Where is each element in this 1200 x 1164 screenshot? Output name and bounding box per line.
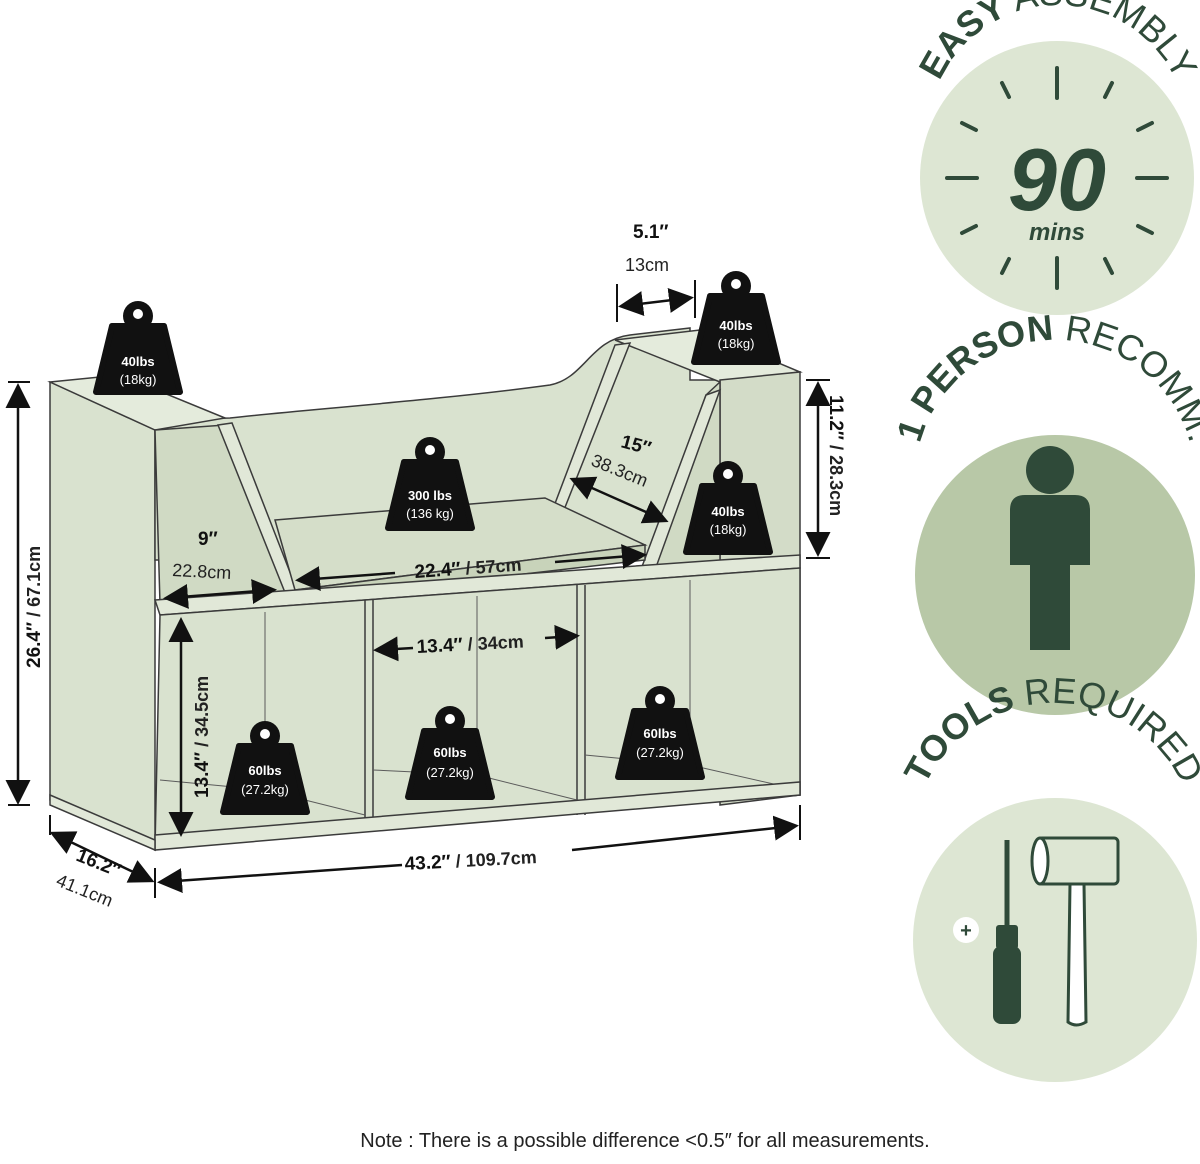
cube-width-in: 13.4″ [416, 635, 463, 658]
svg-text:(27.2kg): (27.2kg) [426, 765, 474, 780]
svg-text:22.4″ / 57cm: 22.4″ / 57cm [414, 555, 522, 583]
cube-width-cm: 34cm [477, 631, 524, 653]
clock-circle [920, 41, 1194, 315]
cube-height-in: 13.4″ [192, 752, 213, 798]
measurement-note: Note : There is a possible difference <0… [360, 1130, 930, 1152]
total-height-in: 26.4″ [24, 622, 45, 668]
svg-text:60lbs: 60lbs [643, 726, 676, 741]
svg-text:13.4″ / 34cm: 13.4″ / 34cm [416, 631, 524, 658]
svg-text:300 lbs: 300 lbs [408, 488, 452, 503]
svg-text:40lbs: 40lbs [711, 504, 744, 519]
svg-text:(27.2kg): (27.2kg) [636, 745, 684, 760]
weight-cube-left-icon: 60lbs (27.2kg) [223, 721, 307, 812]
dimension-labels: 26.4″ / 67.1cm 11.2″ / 28.3cm 5.1″ 13cm … [24, 222, 846, 911]
weight-seat-icon: 300 lbs (136 kg) [388, 437, 472, 528]
weight-cube-right-icon: 60lbs (27.2kg) [618, 686, 702, 777]
total-width-cm: 109.7cm [465, 847, 537, 871]
svg-text:40lbs: 40lbs [121, 354, 154, 369]
bench-left-side [49, 380, 156, 852]
top-ledge-cm: 13cm [625, 255, 669, 275]
badge-easy-assembly: EASY ASSEMBLY 90 mins [910, 0, 1200, 315]
weight-side-right-icon: 40lbs (18kg) [686, 461, 770, 552]
svg-text:13.4″ / 34.5cm: 13.4″ / 34.5cm [192, 676, 213, 798]
svg-text:(27.2kg): (27.2kg) [241, 782, 289, 797]
svg-text:(136 kg): (136 kg) [406, 506, 454, 521]
total-width-in: 43.2″ [404, 852, 451, 875]
svg-text:26.4″ / 67.1cm: 26.4″ / 67.1cm [24, 546, 45, 668]
clock-icon [945, 66, 1169, 290]
svg-text:+: + [960, 920, 972, 942]
svg-text:60lbs: 60lbs [248, 763, 281, 778]
seat-width-in: 22.4″ [414, 559, 461, 583]
svg-text:11.2″ / 28.3cm: 11.2″ / 28.3cm [825, 395, 846, 516]
screwdriver-icon [993, 840, 1021, 1024]
cube-height-cm: 34.5cm [192, 676, 212, 737]
mallet-icon [1030, 836, 1120, 1027]
assembly-time-unit: mins [1029, 219, 1085, 246]
badge-tools-title: TOOLS REQUIRED [896, 670, 1200, 790]
svg-text:40lbs: 40lbs [719, 318, 752, 333]
svg-text:(18kg): (18kg) [718, 336, 755, 351]
svg-text:43.2″ / 109.7cm: 43.2″ / 109.7cm [404, 847, 537, 875]
weight-cube-middle-icon: 60lbs (27.2kg) [408, 706, 492, 797]
side-height-in: 11.2″ [825, 395, 846, 440]
top-ledge-in: 5.1″ [633, 222, 669, 243]
side-height-cm: 28.3cm [826, 455, 846, 516]
plus-icon: + [953, 917, 979, 943]
svg-text:(18kg): (18kg) [710, 522, 747, 537]
badge-tools-required: TOOLS REQUIRED + [896, 670, 1200, 1082]
side-shelf-in: 9″ [198, 529, 218, 550]
person-icon [1010, 446, 1090, 650]
side-shelf-cm: 22.8cm [172, 560, 232, 583]
total-height-cm: 67.1cm [24, 546, 44, 607]
weight-top-left-icon: 40lbs (18kg) [96, 301, 180, 392]
dimension-lines [5, 280, 831, 898]
weight-top-right-icon: 40lbs (18kg) [694, 271, 778, 362]
badge-one-person-title: 1 PERSON RECOMM. [888, 307, 1200, 447]
badge-one-person: 1 PERSON RECOMM. [888, 307, 1200, 715]
seat-width-cm: 57cm [475, 555, 522, 578]
svg-text:(18kg): (18kg) [120, 372, 157, 387]
svg-text:60lbs: 60lbs [433, 745, 466, 760]
depth-in: 16.2″ [73, 845, 124, 882]
assembly-time-number: 90 [1008, 130, 1106, 229]
